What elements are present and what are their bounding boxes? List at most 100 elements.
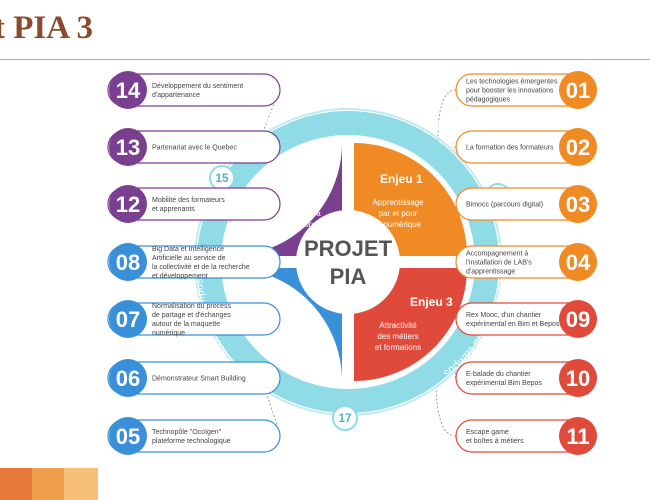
action-label: autour de la maquette [152, 321, 220, 328]
action-pill [107, 130, 281, 164]
title-divider [0, 59, 650, 60]
action-item-12[interactable]: 12 Mobilité des formateurs et apprenants [107, 185, 281, 223]
action-label: et apprenants [152, 206, 195, 213]
action-number-badge [109, 300, 147, 338]
center-disc [296, 210, 400, 314]
enjeu-line: Apprentissage [372, 198, 424, 207]
action-item-06[interactable]: 06 Démonstrateur Smart Building [107, 359, 281, 397]
center-title-line2: PIA [330, 264, 367, 289]
action-item-11[interactable]: 11 Escape game et boîtes à métiers [455, 417, 597, 455]
action-item-07[interactable]: 07 Normalisation du process de partage et … [107, 300, 281, 338]
action-label: pour booster les innovations [466, 88, 554, 95]
action-number: 13 [116, 135, 140, 160]
action-number: 02 [566, 135, 590, 160]
action-number-badge [109, 71, 147, 109]
enjeu-title: Enjeu 4 [276, 172, 319, 186]
connector-line [453, 146, 463, 187]
action-number: 03 [566, 192, 590, 217]
footer-bar-2 [32, 468, 64, 500]
action-number-badge [559, 359, 597, 397]
action-number-badge [559, 243, 597, 281]
action-pill [107, 302, 281, 336]
action-number: 05 [116, 424, 140, 449]
enjeu-title: Enjeu 3 [410, 295, 453, 309]
action-number: 14 [116, 78, 141, 103]
action-pill [107, 419, 281, 453]
action-number: 10 [566, 366, 590, 391]
enjeu-line: le numérique [375, 220, 422, 229]
action-label: Big Data et Intelligence [152, 246, 224, 253]
action-number: 11 [566, 424, 589, 449]
enjeu-line: Attractivité [379, 321, 417, 330]
center-title-line1: PROJET [304, 236, 393, 261]
action-label: de partage et d'échanges [152, 312, 231, 319]
action-item-01[interactable]: 01 Les technologies émergentes pour booste… [455, 71, 597, 109]
action-number-badge [109, 128, 147, 166]
footer-bar-1 [0, 468, 32, 500]
action-label: Les technologies émergentes [466, 79, 558, 86]
action-number-badge [559, 417, 597, 455]
enjeu-line: entreprises [276, 354, 316, 363]
action-label: la collectivité et de la recherche [152, 264, 250, 271]
right-action-list: 01 Les technologies émergentes pour booste… [455, 71, 597, 455]
action-number: 01 [566, 78, 590, 103]
action-item-03[interactable]: 03 Bimocc (parcours digital) [455, 185, 597, 223]
ring-badge-n17 [332, 405, 358, 431]
action-item-02[interactable]: 02 La formation des formateurs [455, 128, 597, 166]
action-pill [107, 245, 281, 279]
action-item-13[interactable]: 13 Partenariat avec le Quebec [107, 128, 281, 166]
enjeu-line: Vie du campus [270, 198, 323, 207]
action-number-badge [109, 359, 147, 397]
action-number: 12 [116, 192, 140, 217]
action-label: pédagogiques [466, 97, 510, 104]
action-label: Normalisation du process [152, 303, 231, 310]
ring-badge-label-n15: 15 [215, 171, 229, 185]
action-label: Technopôle "Ocoïgen" [152, 429, 222, 436]
action-label: Artificielle au service de [152, 255, 226, 262]
footer-bar-3 [64, 468, 98, 500]
enjeu-line: et ouverture à [271, 209, 321, 218]
page-title: t PIA 3 [0, 10, 93, 46]
action-label: Escape game [466, 429, 509, 436]
action-number: 08 [116, 250, 140, 275]
action-label: expérimental en Bim et Bepos [466, 321, 560, 328]
enjeu-line: l'international [273, 220, 320, 229]
action-number: 06 [116, 366, 140, 391]
action-label: et développement [152, 273, 208, 280]
action-label: l'installation de LAB's [466, 260, 532, 267]
action-item-05[interactable]: 05 Technopôle "Ocoïgen" plateforme technol… [107, 417, 281, 455]
enjeu-line: et innovation [273, 332, 318, 341]
enjeu-line: par et pour [379, 209, 418, 218]
action-label: Partenariat avec le Quebec [152, 145, 237, 152]
action-number-badge [559, 128, 597, 166]
action-number-badge [109, 417, 147, 455]
action-item-10[interactable]: 10 E-balade du chantier expérimental Bim B… [455, 359, 597, 397]
action-label: La formation des formateurs [466, 145, 554, 152]
action-label: Rex Mooc, d'un chantier [466, 312, 542, 319]
ring-badge-label-n17: 17 [338, 411, 352, 425]
action-label: Démonstrateur Smart Building [152, 376, 246, 383]
action-label: Mobilité des formateurs [152, 197, 225, 204]
action-label: d'appartenance [152, 92, 200, 99]
action-label: expérimental Bim Bepos [466, 380, 542, 387]
action-number-badge [109, 243, 147, 281]
enjeu-line: des métiers [377, 332, 418, 341]
connector-line [437, 89, 457, 146]
action-label: numérique [152, 330, 185, 337]
enjeu-line: Recherche [277, 321, 316, 330]
action-number: 07 [116, 307, 140, 332]
action-number-badge [109, 185, 147, 223]
action-label: Accompagnement à [466, 251, 528, 258]
action-label: E-balade du chantier [466, 371, 531, 378]
enjeu-title: Enjeu 1 [380, 172, 423, 186]
action-label: et boîtes à métiers [466, 438, 524, 445]
connector-line [435, 379, 457, 437]
action-label: Bimocc (parcours digital) [466, 202, 543, 209]
action-number-badge [559, 300, 597, 338]
action-label: plateforme technologique [152, 438, 231, 445]
